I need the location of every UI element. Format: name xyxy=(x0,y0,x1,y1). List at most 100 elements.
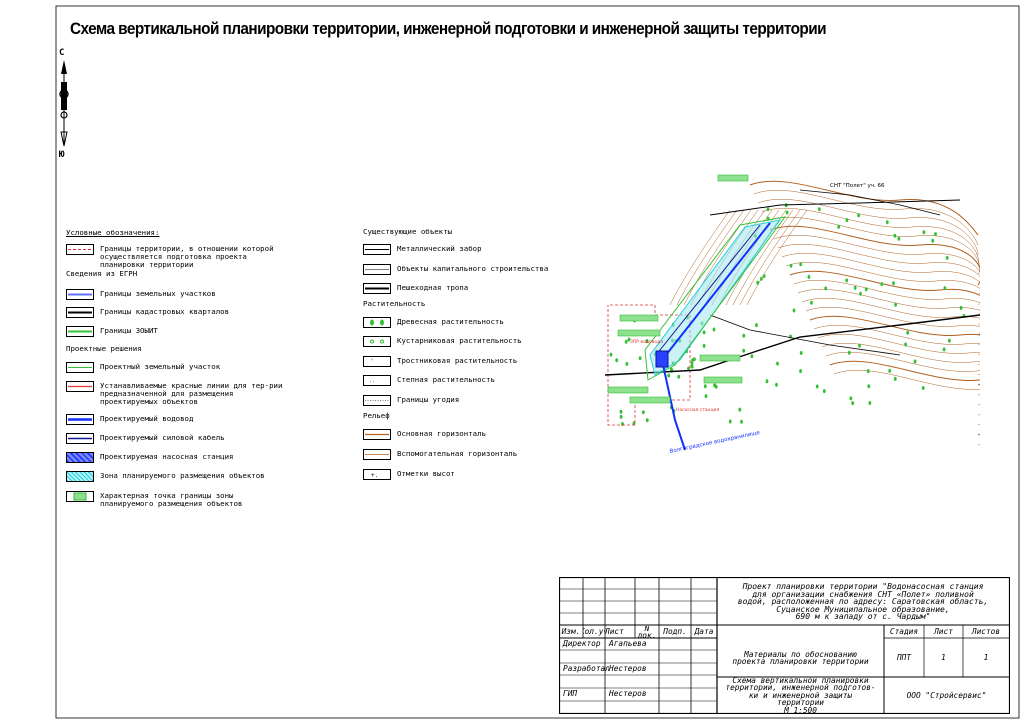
tree-symbol xyxy=(934,232,937,237)
tree-symbol xyxy=(713,383,716,388)
tree-symbol xyxy=(913,359,917,364)
tree-symbol xyxy=(762,274,766,279)
legend-item-boundary: Границы территории, в отношении которой … xyxy=(66,244,306,269)
tree-symbol xyxy=(619,414,623,419)
tree-symbol xyxy=(888,368,892,373)
hdr-list: Лист xyxy=(605,627,624,637)
name-developer: Нестеров xyxy=(609,664,647,674)
tree-symbol xyxy=(868,401,872,405)
legend-item-footpath: Пешеходная тропа xyxy=(363,283,603,299)
name-gip: Нестеров xyxy=(609,689,647,699)
legend-egrn-heading: Сведения из ЕГРН xyxy=(66,269,138,278)
tree-symbol xyxy=(632,421,636,426)
map-label-snt: СНТ "Полет" уч. 66 xyxy=(830,183,885,189)
tree-symbol xyxy=(638,356,642,361)
tree-symbol xyxy=(766,207,770,212)
tree-symbol xyxy=(799,369,802,374)
sheet-label: Лист xyxy=(934,627,953,637)
road-line xyxy=(709,199,961,216)
title-block-grid xyxy=(559,577,1010,714)
tree-symbol xyxy=(702,330,706,335)
legend-item-land-plots: Границы земельных участков xyxy=(66,289,306,305)
tree-symbol xyxy=(859,291,862,296)
contour-line xyxy=(746,209,808,306)
pump-station xyxy=(655,350,669,368)
legend-item-elevation: +. Отметки высот xyxy=(363,469,603,485)
tree-symbol xyxy=(858,343,861,348)
legend-item-char-point: Характерная точка границы зоны планируем… xyxy=(66,491,306,508)
tree-symbol xyxy=(667,373,671,378)
contour-lines xyxy=(669,180,1024,446)
cadastral-line xyxy=(604,314,981,376)
power-cable xyxy=(655,224,761,356)
tree-symbol xyxy=(755,323,758,328)
tree-symbol xyxy=(799,351,803,355)
sheets-value: 1 xyxy=(983,652,989,662)
contour-line xyxy=(797,289,1000,356)
legend-item-trees: Древесная растительность xyxy=(363,317,603,333)
legend-item-cadastral: Границы кадастровых кварталов xyxy=(66,307,306,323)
contour-line xyxy=(683,209,745,306)
tree-symbol xyxy=(776,361,779,366)
contour-line xyxy=(739,209,801,306)
tree-symbol xyxy=(704,394,708,399)
svg-text:+.: +. xyxy=(371,472,378,479)
contour-line xyxy=(761,208,979,266)
legend-item-buildings: Объекты капитального строительства xyxy=(363,264,603,280)
legend-item-reeds: " Тростниковая растительность xyxy=(363,356,603,372)
tree-symbol xyxy=(703,384,707,389)
legend-label: Кустарниковая растительность xyxy=(397,336,522,345)
contour-line xyxy=(833,370,1024,446)
tree-symbol xyxy=(677,374,681,379)
tree-symbol xyxy=(866,369,870,374)
map-canvas: СНТ "Полет" уч. 66 ЗПР водовода Насосная… xyxy=(604,174,1024,455)
map-label-zone: ЗПР водовода xyxy=(630,339,663,345)
sheet-title: Схема вертикальной планировки территории… xyxy=(725,677,876,714)
tree-symbol xyxy=(893,233,897,238)
site-plan-map: СНТ "Полет" уч. 66 ЗПР водовода Насосная… xyxy=(600,165,1024,465)
tree-symbol xyxy=(904,342,907,347)
legend-label: Устанавливаемые красные линии для тер-ри… xyxy=(100,381,283,406)
tree-symbol xyxy=(893,376,897,381)
territory-boundary xyxy=(607,304,691,426)
legend-item-red-lines: Устанавливаемые красные линии для тер-ри… xyxy=(66,381,306,406)
tree-symbol xyxy=(807,274,811,279)
tree-symbol xyxy=(775,382,778,387)
tree-symbol xyxy=(851,401,855,406)
legend-label: Древесная растительность xyxy=(397,317,504,326)
legend-swatch xyxy=(66,244,94,255)
tree-symbol xyxy=(945,255,949,260)
contour-line xyxy=(817,334,1016,406)
contour-line xyxy=(749,180,979,236)
tree-symbol xyxy=(693,357,696,362)
tree-symbol xyxy=(845,278,849,283)
contour-line xyxy=(757,199,979,256)
legend-label: Вспомогательная горизонталь xyxy=(397,449,518,458)
char-points xyxy=(607,174,749,404)
legend-label: Проектируемый силовой кабель xyxy=(100,433,225,442)
tree-symbol xyxy=(615,358,619,363)
tree-symbol xyxy=(702,343,706,348)
tree-symbol xyxy=(948,338,951,343)
north-label: С xyxy=(59,48,65,58)
contour-line xyxy=(769,225,982,286)
tree-symbol xyxy=(789,263,793,268)
contour-line xyxy=(669,209,731,306)
legend-label: Проектируемая насосная станция xyxy=(100,452,234,461)
contour-line xyxy=(732,209,794,306)
tree-symbol xyxy=(906,330,910,335)
tree-symbol xyxy=(645,418,649,423)
legend-label: Отметки высот xyxy=(397,469,455,478)
tree-symbol xyxy=(943,286,947,291)
tree-symbol xyxy=(750,354,754,359)
legend-item-main-contour: Основная горизонталь xyxy=(363,429,603,445)
legend-item-zone: Зона планируемого размещения объектов xyxy=(66,471,306,487)
water-pipe xyxy=(660,222,771,451)
sheet-value: 1 xyxy=(941,652,946,662)
tree-symbol xyxy=(810,300,813,305)
legend-label: Пешеходная тропа xyxy=(397,283,469,292)
hdr-kol: Кол.уч xyxy=(583,627,605,637)
tree-symbol xyxy=(824,286,828,291)
